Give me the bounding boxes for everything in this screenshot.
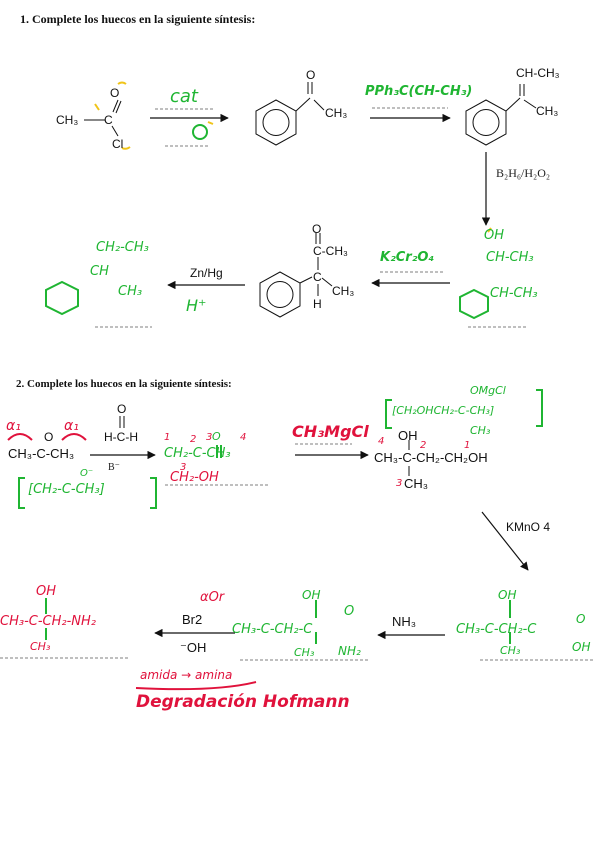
handwritten-hydroxy-amide: CH₃-C-CH₂-C — [232, 622, 313, 637]
branch-methyl: CH₃ — [332, 284, 355, 298]
handwritten-amide-to-amine-note: amida → amina — [140, 668, 233, 682]
carbon-number: 1 — [464, 440, 471, 451]
alcohol-hydroxyl: OH — [398, 428, 418, 443]
bromine-reagent: Br2 — [182, 612, 203, 627]
formaldehyde-formula: H-C-H — [104, 430, 138, 444]
benzene-ring-ketone — [259, 233, 333, 318]
handwritten-acid-carbonyl: O — [576, 612, 586, 626]
handwritten-grignard: CH₃MgCl — [292, 422, 369, 441]
handwritten-amide-nh2: NH₂ — [338, 644, 361, 658]
handwritten-enolate-oxygen: O⁻ — [80, 468, 94, 479]
handwritten-oxidant: K₂Cr₂O₄ — [380, 250, 435, 265]
handwritten-acid: H⁺ — [186, 296, 207, 315]
carbon-number: 3 — [206, 432, 213, 443]
carbonyl-oxygen: O — [110, 86, 120, 100]
acetophenone-methyl: CH₃ — [325, 106, 348, 120]
handwritten-acid-oh: OH — [572, 640, 591, 654]
carbonyl-carbon: C — [104, 113, 113, 127]
handwritten-alcohol-chain-2: CH-CH₃ — [490, 286, 538, 301]
ammonia-reagent: NH₃ — [392, 614, 417, 629]
permanganate-reagent: KMnO 4 — [506, 520, 551, 534]
handwritten-catalyst: cat — [170, 86, 198, 107]
handwritten-wittig-reagent: PPh₃C(CH-CH₃) — [365, 84, 473, 99]
alpha-arrows — [7, 433, 257, 691]
handwritten-alpha-2: α₁ — [64, 418, 79, 434]
hydroxide-reagent: ⁻OH — [180, 640, 207, 655]
handwritten-amide-carbonyl: O — [344, 604, 355, 619]
handwritten-acid-hydroxyl: OH — [498, 588, 517, 602]
carbon-number: 2 — [420, 440, 427, 451]
handwritten-aldol-product: CH₂-C-CH₃ — [164, 446, 231, 461]
carbon-number: 4 — [240, 432, 247, 443]
acetone-oxygen: O — [44, 430, 54, 444]
handwritten-alkoxide-methyl: CH₃ — [470, 424, 491, 437]
handwritten-acid-methyl: CH₃ — [500, 644, 521, 657]
diol-methyl: CH₃ — [404, 476, 429, 491]
benzene-ring-alkene — [465, 84, 537, 146]
clemmensen-reagent: Zn/Hg — [190, 266, 223, 280]
handwritten-magnesium-salt: OMgCl — [470, 384, 506, 397]
ethylidene-group: CH-CH₃ — [516, 66, 560, 80]
handwritten-brackets — [18, 389, 543, 644]
handwritten-product-chain-1: CH₂-CH₃ — [96, 240, 149, 255]
handwritten-product-chain-3: CH₃ — [118, 284, 143, 299]
alpha-carbon: C — [313, 270, 322, 284]
highlight-marks — [94, 81, 492, 233]
handwritten-amine-hydroxyl: OH — [36, 584, 57, 599]
handwritten-aldol-oxygen: O — [212, 430, 221, 443]
carbon-number: 2 — [190, 434, 197, 445]
handwritten-reagent-note: αOr — [200, 590, 225, 605]
base-catalyst: B⁻ — [108, 462, 120, 473]
handwritten-amide-hydroxyl: OH — [302, 588, 321, 602]
reaction-arrow-8 — [481, 511, 529, 571]
acetyl-group: C-CH₃ — [313, 244, 348, 258]
handwritten-amide-methyl: CH₃ — [294, 646, 315, 659]
carbon-number: 3 — [180, 462, 187, 473]
carbon-number: 4 — [378, 436, 385, 447]
handwritten-alcohol-chain-1: CH-CH₃ — [486, 250, 534, 265]
formaldehyde-bond — [119, 416, 125, 428]
ketone-oxygen-2: O — [312, 222, 322, 236]
acetone-formula: CH₃-C-CH₃ — [8, 446, 75, 461]
handwritten-amine-methyl: CH₃ — [30, 640, 51, 653]
handwritten-hydroxy-acid: CH₃-C-CH₂-C — [456, 622, 537, 637]
acetyl-chloride-structure — [84, 99, 122, 137]
alkene-methyl: CH₃ — [536, 104, 559, 118]
methyl-group: CH₃ — [56, 113, 79, 127]
handwritten-product-chain-2: CH — [90, 264, 109, 279]
handwritten-hofmann-note: Degradación Hofmann — [136, 692, 350, 712]
chlorine: Cl — [112, 137, 124, 151]
alpha-hydrogen: H — [313, 297, 322, 311]
handwritten-alpha-1: α₁ — [6, 418, 21, 434]
handwritten-alkoxide: [CH₂OHCH₂-C-CH₃] — [392, 404, 495, 417]
section-2-heading: 2. Complete los huecos en la siguiente s… — [16, 378, 232, 390]
formaldehyde-oxygen: O — [117, 402, 127, 416]
benzene-ring-acetophenone — [255, 82, 325, 146]
carbon-number: 3 — [396, 478, 403, 489]
handwritten-aldol-hydroxymethyl: CH₂-OH — [170, 470, 219, 485]
hydroboration-reagent: B₂H₆/H₂O₂ — [496, 166, 551, 180]
diol-formula: CH₃-C-CH₂-CH₂OH — [374, 450, 488, 465]
handwritten-enolate: [CH₂-C-CH₃] — [28, 482, 105, 497]
handwritten-amino-alcohol: CH₃-C-CH₂-NH₂ — [0, 614, 96, 629]
ketone-oxygen: O — [306, 68, 316, 82]
carbon-number: 1 — [164, 432, 171, 443]
section-1-heading: 1. Complete los huecos en la siguiente s… — [20, 12, 256, 26]
handwritten-hydroxyl: OH — [484, 228, 505, 243]
handwritten-ring-product — [45, 124, 489, 320]
